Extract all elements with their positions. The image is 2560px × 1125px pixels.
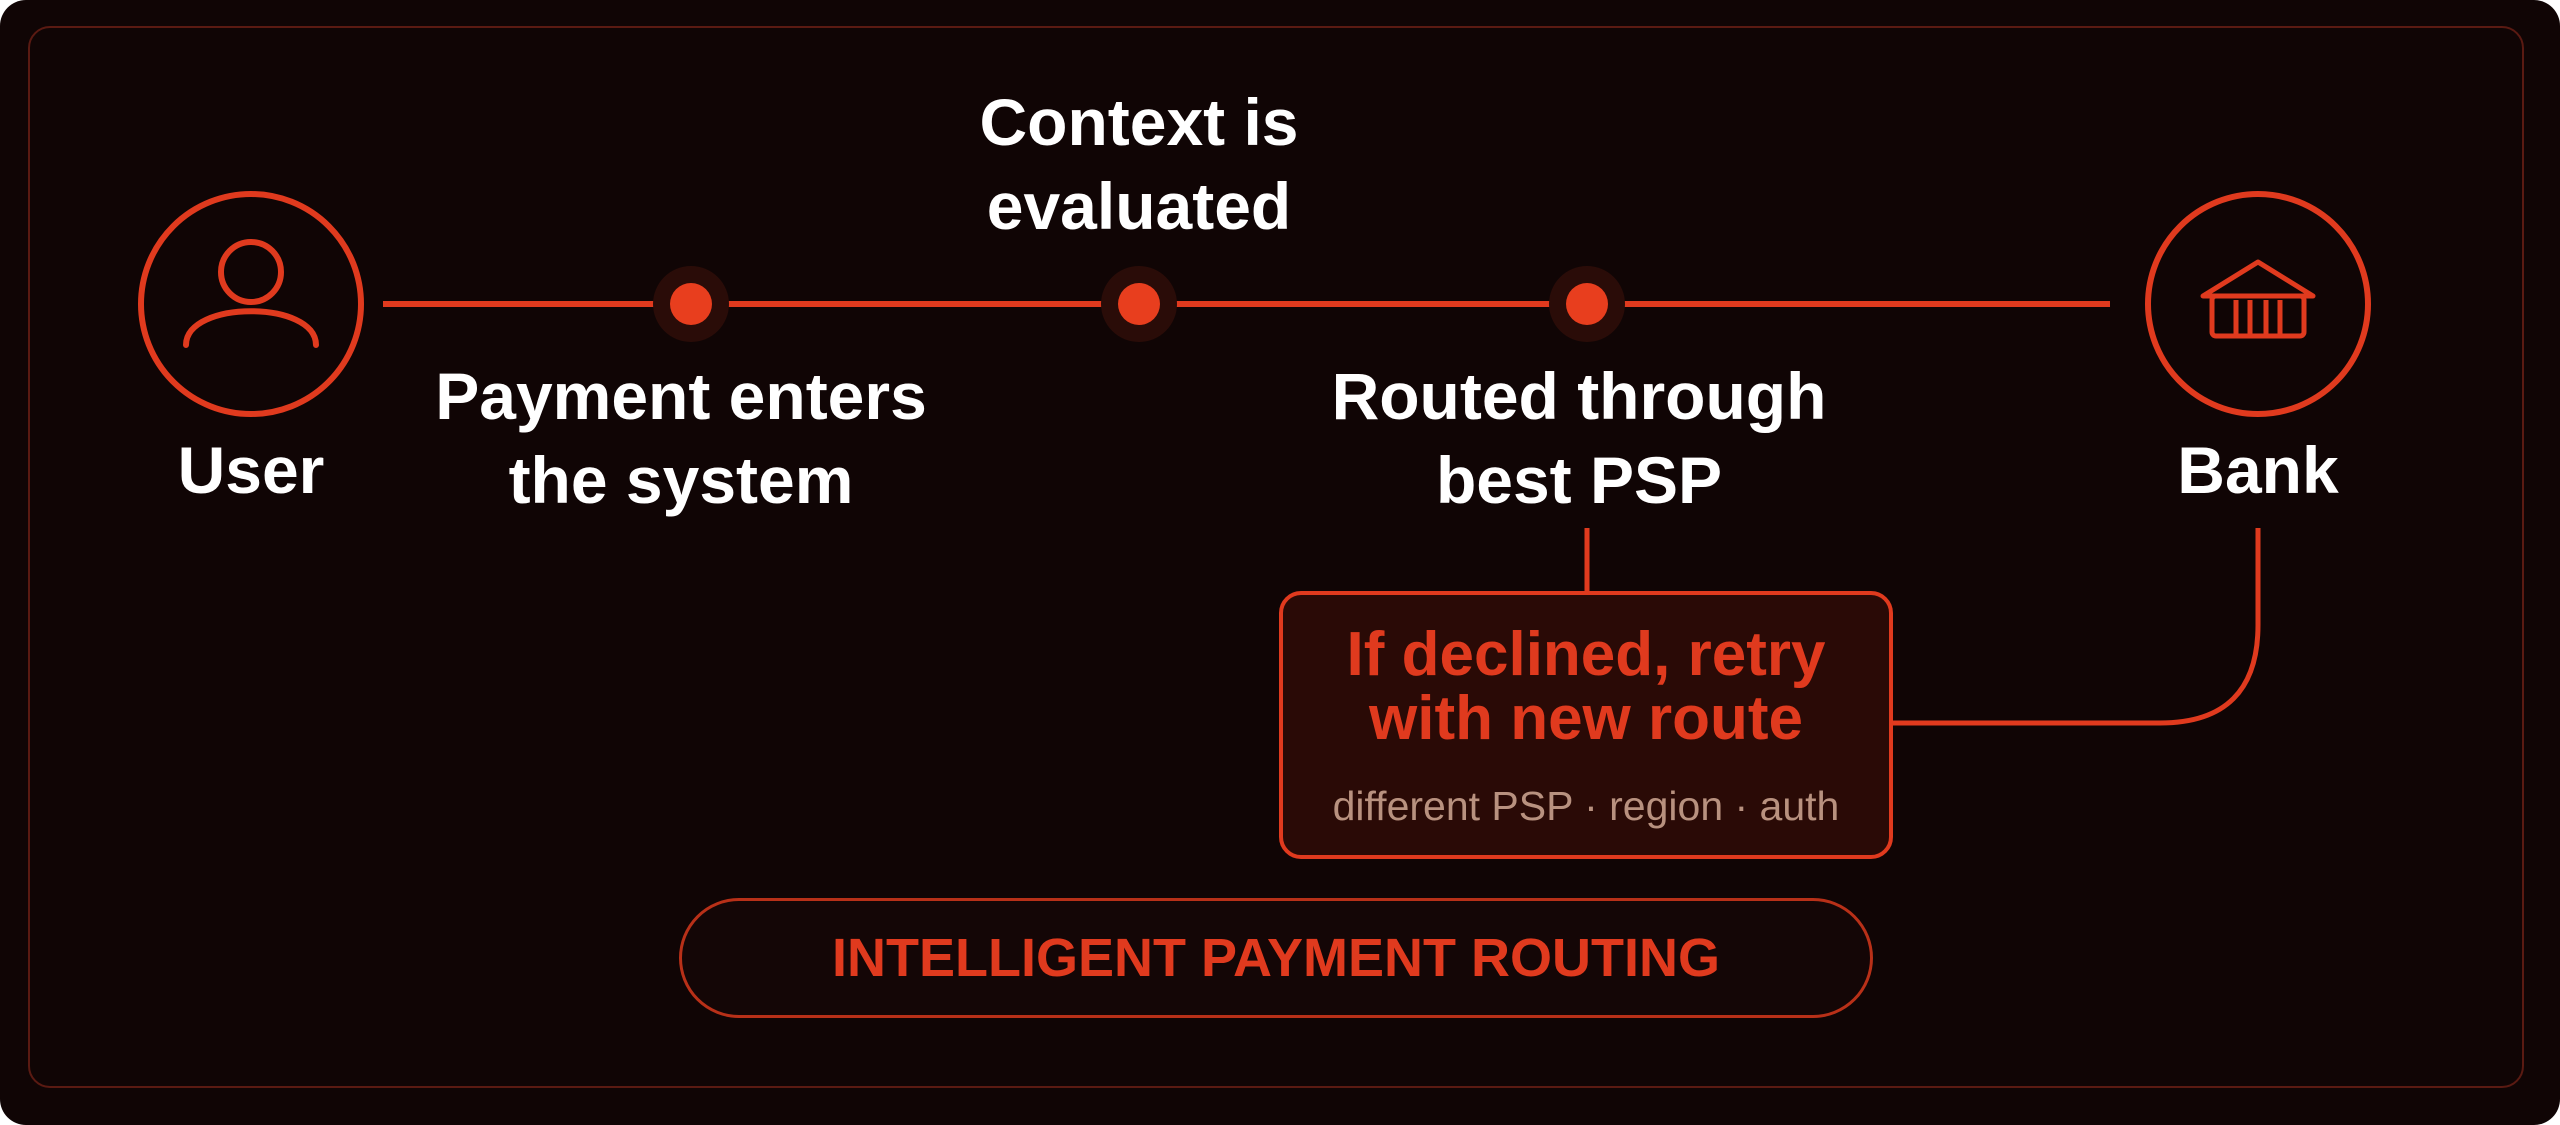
step-label-3: Routed through best PSP: [1331, 359, 1827, 517]
diagram-frame: [28, 26, 2524, 1088]
bank-label: Bank: [2177, 433, 2339, 507]
user-icon: [183, 239, 319, 348]
routing-banner-label: INTELLIGENT PAYMENT ROUTING: [831, 928, 1721, 988]
step-node-1: [653, 266, 729, 342]
routing-banner: INTELLIGENT PAYMENT ROUTING: [679, 898, 1873, 1018]
retry-subtitle: different PSP · region · auth: [1332, 783, 1840, 829]
retry-box: If declined, retry with new route differ…: [1279, 591, 1893, 859]
step-label-1: Payment enters the system: [435, 359, 927, 517]
bank-return-connector: [1893, 528, 2261, 726]
step-label-2: Context is evaluated: [979, 85, 1299, 243]
user-label: User: [177, 433, 325, 507]
retry-title: If declined, retry with new route: [1346, 620, 1826, 753]
step-node-3: [1549, 266, 1625, 342]
step-node-2: [1101, 266, 1177, 342]
bank-icon: [2200, 259, 2316, 339]
bank-node-circle: [2145, 191, 2371, 417]
